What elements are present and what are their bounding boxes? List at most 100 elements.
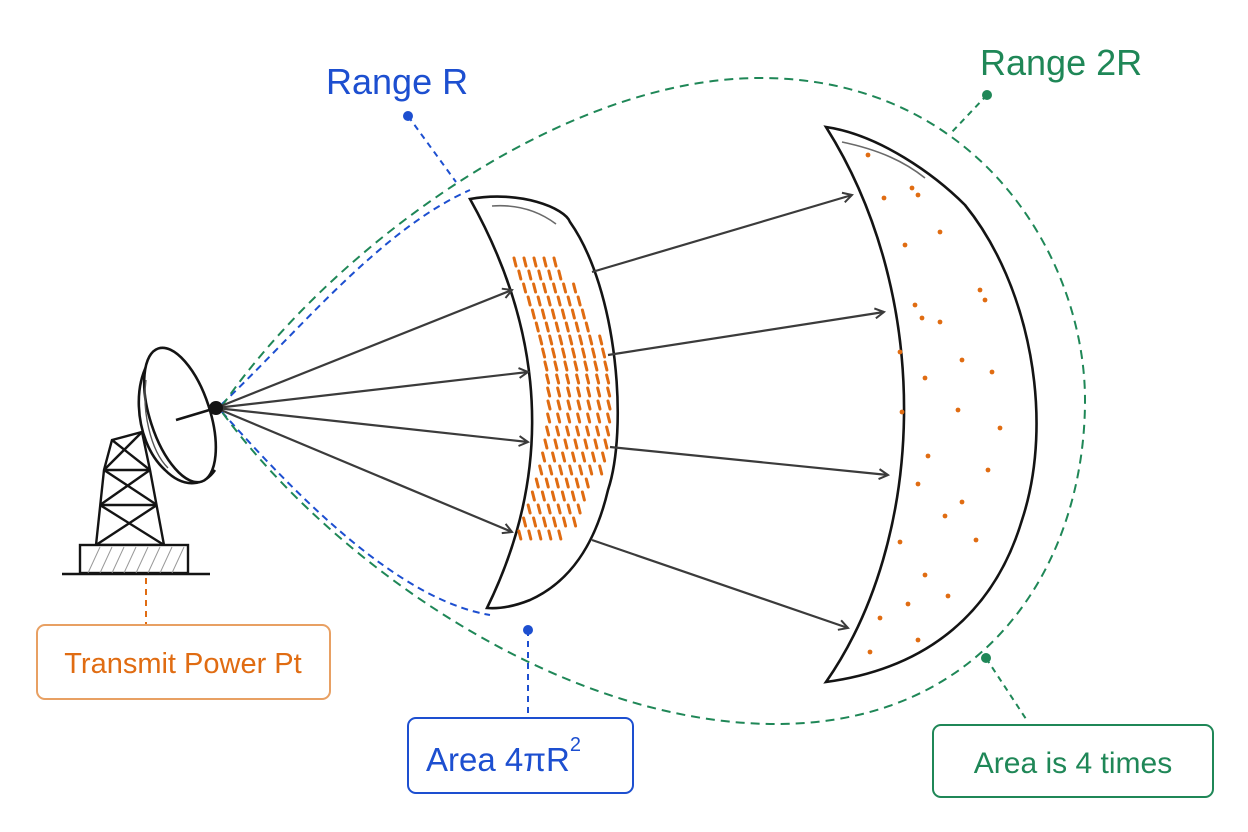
density-dash — [581, 347, 587, 359]
density-dash — [517, 269, 523, 281]
density-dash — [536, 503, 542, 515]
density-dash — [562, 282, 568, 294]
density-dash — [564, 321, 570, 333]
density-dash — [605, 373, 611, 385]
area-near-exponent: 2 — [570, 734, 581, 756]
lattice-tower-icon — [94, 430, 166, 547]
density-dash — [542, 516, 548, 528]
density-dot — [919, 315, 925, 321]
transmit-power-label: Transmit Power Pt — [64, 648, 301, 680]
density-dot — [877, 615, 883, 621]
density-dash — [583, 360, 589, 372]
density-dot — [912, 302, 918, 308]
density-dot — [942, 513, 948, 519]
density-dash — [546, 386, 552, 398]
density-dash — [576, 399, 582, 411]
range-2r-beam-outline — [221, 76, 1087, 726]
density-dash — [565, 425, 571, 437]
density-dot — [922, 572, 928, 578]
density-dash — [548, 334, 554, 346]
density-dash — [527, 529, 533, 541]
density-dash — [550, 308, 556, 320]
density-dash — [591, 347, 597, 359]
density-dash — [578, 464, 584, 476]
density-dash — [586, 386, 592, 398]
density-dot — [977, 287, 983, 293]
transmit-power-callout: Transmit Power Pt — [36, 578, 331, 700]
density-dash — [585, 373, 591, 385]
density-dash — [517, 529, 523, 541]
density-dash — [566, 503, 572, 515]
density-dash — [583, 438, 589, 450]
density-dash — [598, 464, 604, 476]
density-dot — [865, 152, 871, 158]
density-dash — [570, 490, 576, 502]
density-dot — [909, 185, 915, 191]
density-dash — [540, 490, 546, 502]
radar-dish-icon — [137, 346, 223, 485]
density-dash — [603, 438, 609, 450]
near-sphere-shell — [467, 195, 619, 610]
density-dash — [593, 360, 599, 372]
density-dash — [596, 399, 602, 411]
density-dot — [897, 539, 903, 545]
density-dash — [560, 490, 566, 502]
density-dash — [541, 451, 547, 463]
density-dash — [543, 438, 549, 450]
density-dash — [572, 282, 578, 294]
density-dash — [544, 321, 550, 333]
density-dash — [580, 308, 586, 320]
density-dash — [534, 477, 540, 489]
density-dash — [573, 360, 579, 372]
density-dash — [566, 399, 572, 411]
density-dot — [905, 601, 911, 607]
density-dash — [546, 295, 552, 307]
density-dash — [558, 334, 564, 346]
density-dash — [543, 360, 549, 372]
range-r-beam-outline-lower — [221, 411, 491, 616]
density-dot — [989, 369, 995, 375]
density-dash — [562, 516, 568, 528]
density-dash — [572, 516, 578, 528]
density-dash — [605, 425, 611, 437]
rays-to-far-shell — [591, 195, 888, 628]
density-dash — [606, 386, 612, 398]
density-dash — [542, 256, 548, 268]
density-dash — [596, 412, 602, 424]
density-dot — [881, 195, 887, 201]
power-density-dots-far — [865, 152, 1003, 655]
density-dash — [512, 256, 518, 268]
range-2r-leader — [949, 90, 992, 135]
density-dash — [580, 490, 586, 502]
density-dash — [601, 347, 607, 359]
density-dash — [574, 321, 580, 333]
density-dash — [526, 295, 532, 307]
density-dash — [556, 386, 562, 398]
density-dash — [566, 295, 572, 307]
range-r-label: Range R — [326, 61, 468, 102]
density-dash — [568, 334, 574, 346]
density-dash — [576, 295, 582, 307]
density-dash — [537, 529, 543, 541]
density-dash — [547, 529, 553, 541]
density-dash — [561, 451, 567, 463]
density-dash — [570, 308, 576, 320]
density-dash — [530, 490, 536, 502]
density-dash — [522, 256, 528, 268]
density-dash — [584, 477, 590, 489]
density-dash — [556, 295, 562, 307]
density-dash — [546, 399, 552, 411]
density-dash — [574, 477, 580, 489]
density-dash — [554, 477, 560, 489]
density-dash — [561, 347, 567, 359]
far-shell-highlight — [841, 141, 926, 179]
density-dash — [584, 321, 590, 333]
density-dash — [526, 503, 532, 515]
density-dot — [997, 425, 1003, 431]
density-dash — [555, 373, 561, 385]
tower-base — [62, 543, 210, 576]
density-dash — [576, 503, 582, 515]
density-dash — [566, 386, 572, 398]
density-dash — [563, 438, 569, 450]
